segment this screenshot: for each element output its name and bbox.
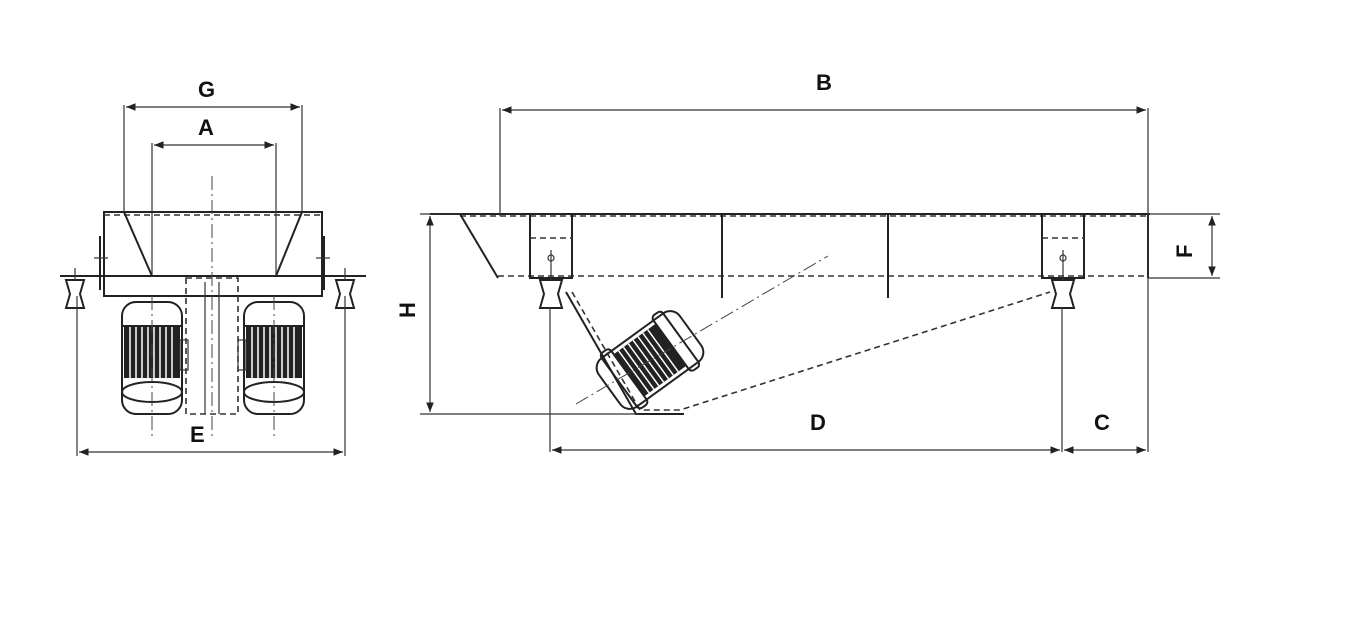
dim-label-B: B xyxy=(816,70,832,95)
dim-label-A: A xyxy=(198,115,214,140)
side-vibrator-motor xyxy=(595,310,705,410)
front-spring-right xyxy=(334,268,356,309)
side-drive-centerline xyxy=(575,255,829,405)
front-motor-right xyxy=(237,301,305,415)
side-view: B D C H F xyxy=(395,70,1220,454)
dim-label-C: C xyxy=(1094,410,1110,435)
dim-label-D: D xyxy=(810,410,826,435)
front-view: G A E xyxy=(60,77,366,456)
dim-label-E: E xyxy=(190,422,205,447)
side-bracket-left xyxy=(529,213,573,309)
front-side-brackets xyxy=(94,236,330,290)
front-spring-left xyxy=(64,268,86,309)
dim-label-H: H xyxy=(395,302,420,318)
dim-label-F: F xyxy=(1172,245,1197,258)
dim-label-G: G xyxy=(198,77,215,102)
side-bracket-right xyxy=(1041,213,1085,309)
front-motor-left xyxy=(121,301,189,415)
